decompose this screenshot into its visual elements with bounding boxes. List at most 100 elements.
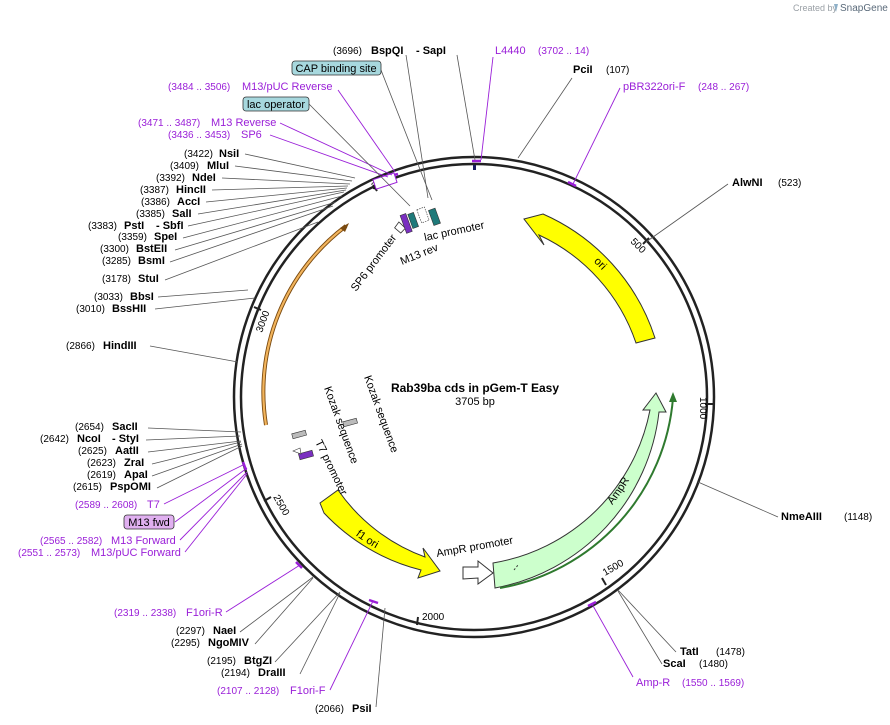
svg-text:(3359): (3359)	[118, 232, 147, 243]
credit-brand: SnapGene	[840, 3, 888, 14]
insert-cds-arc[interactable]	[262, 225, 347, 426]
svg-text:(3409): (3409)	[170, 161, 199, 172]
svg-text:(2107 .. 2128): (2107 .. 2128)	[217, 686, 279, 697]
backbone-outer-ring	[232, 155, 716, 639]
tick-label-1000: 1000	[697, 397, 708, 420]
enzyme-stui: StuI	[138, 273, 159, 285]
ampr-promoter-arrow[interactable]	[462, 559, 494, 585]
primer-f1ori-f: F1ori-F	[290, 685, 326, 697]
enzyme-ngomiv: NgoMIV	[208, 637, 250, 649]
backbone-inner-ring	[239, 162, 709, 632]
enzyme-labels: (3696) BspQI - SapI PciI (107) (3422) Ns…	[40, 45, 872, 715]
primer-m13-reverse: M13 Reverse	[211, 117, 276, 129]
primer-m13-puc-reverse: M13/pUC Reverse	[242, 81, 332, 93]
primer-f1ori-r: F1ori-R	[186, 607, 223, 619]
mcs-upper-features[interactable]	[393, 206, 441, 234]
svg-text:(2195): (2195)	[207, 656, 236, 667]
enzyme-hindiii: HindIII	[103, 340, 137, 352]
svg-text:(2615): (2615)	[73, 482, 102, 493]
sp6-promoter-label: SP6 promoter	[349, 232, 400, 294]
primer-m13-puc-forward: M13/pUC Forward	[91, 547, 181, 559]
enzyme-sbfi: - SbfI	[156, 220, 184, 232]
tick-marks	[253, 184, 713, 626]
svg-text:(2623): (2623)	[87, 458, 116, 469]
svg-text:(2565 .. 2582): (2565 .. 2582)	[40, 536, 102, 547]
svg-text:(3010): (3010)	[76, 304, 105, 315]
enzyme-scai: ScaI	[663, 658, 686, 670]
enzyme-sacii: SacII	[112, 421, 138, 433]
enzyme-ncoi: NcoI	[77, 433, 101, 445]
svg-text:M13 fwd: M13 fwd	[128, 517, 170, 529]
svg-text:(3387): (3387)	[140, 185, 169, 196]
primer-m13-forward: M13 Forward	[111, 535, 176, 547]
snapgene-logo-icon	[834, 4, 838, 12]
svg-text:(2625): (2625)	[78, 446, 107, 457]
ampr-promoter-label: AmpR promoter	[435, 535, 514, 560]
l4440-site-marker	[473, 165, 476, 170]
svg-text:(2866): (2866)	[66, 341, 95, 352]
svg-text:(3471 .. 3487): (3471 .. 3487)	[138, 118, 200, 129]
svg-text:(248 .. 267): (248 .. 267)	[698, 82, 749, 93]
enzyme-bsteii: BstEII	[136, 243, 167, 255]
svg-text:(2066): (2066)	[315, 704, 344, 715]
enzyme-draiii: DraIII	[258, 667, 286, 679]
insert-arc-arrowhead	[340, 223, 349, 232]
m13-rev-label: M13 rev	[399, 242, 441, 268]
svg-text:(1148): (1148)	[844, 512, 872, 523]
ampr-orf-arrowhead	[669, 392, 677, 402]
enzyme-sapi: - SapI	[416, 45, 446, 57]
lac-operator-box[interactable]: lac operator	[242, 96, 310, 112]
svg-text:(3702 .. 14): (3702 .. 14)	[538, 46, 589, 57]
svg-text:(3436 .. 3453): (3436 .. 3453)	[168, 130, 230, 141]
ampr-junction	[513, 564, 519, 571]
credit-prefix: Created by	[793, 3, 838, 13]
svg-text:(3383): (3383)	[88, 221, 117, 232]
svg-text:(2551 .. 2573): (2551 .. 2573)	[18, 548, 80, 559]
primer-amp-r: Amp-R	[636, 677, 670, 689]
enzyme-psii: PsiI	[352, 703, 372, 715]
m13-fwd-box[interactable]: M13 fwd	[123, 514, 175, 530]
enzyme-hincii: HincII	[176, 184, 206, 196]
enzyme-apai: ApaI	[124, 469, 148, 481]
enzyme-acci: AccI	[177, 196, 200, 208]
svg-text:(107): (107)	[606, 65, 629, 76]
svg-text:(2619): (2619)	[87, 470, 116, 481]
tick-label-2000: 2000	[422, 612, 445, 623]
svg-text:(2589 .. 2608): (2589 .. 2608)	[75, 500, 137, 511]
map-title: Rab39ba cds in pGem-T Easy	[391, 381, 559, 395]
cap-binding-site-box[interactable]: CAP binding site	[291, 60, 382, 76]
svg-text:(3285): (3285)	[102, 256, 131, 267]
enzyme-alwni: AlwNI	[732, 177, 763, 189]
primer-sp6: SP6	[241, 129, 262, 141]
svg-text:(3178): (3178)	[102, 274, 131, 285]
svg-text:lac operator: lac operator	[247, 99, 305, 111]
primer-t7: T7	[147, 499, 160, 511]
enzyme-nmeaiii: NmeAIII	[781, 511, 822, 523]
svg-text:(3386): (3386)	[141, 197, 170, 208]
f1-ori-feature-arrow[interactable]	[319, 489, 441, 579]
svg-text:(1550 .. 1569): (1550 .. 1569)	[682, 678, 744, 689]
svg-text:(3422): (3422)	[184, 149, 213, 160]
svg-text:(3033): (3033)	[94, 292, 123, 303]
primer-l4440: L4440	[495, 45, 526, 57]
ampr-feature-arrow[interactable]	[492, 392, 667, 589]
svg-text:(1478): (1478)	[716, 647, 745, 658]
svg-text:(2295): (2295)	[171, 638, 200, 649]
enzyme-pcii: PciI	[573, 64, 593, 76]
enzyme-aatii: AatII	[115, 445, 139, 457]
enzyme-nsii: NsiI	[219, 148, 239, 160]
enzyme-naei: NaeI	[213, 625, 236, 637]
svg-text:(3696): (3696)	[333, 46, 362, 57]
mcs-lower-features[interactable]	[291, 417, 358, 461]
enzyme-bspqi: BspQI	[371, 45, 403, 57]
enzyme-btgzi: BtgZI	[244, 655, 272, 667]
svg-text:CAP binding site: CAP binding site	[295, 63, 376, 75]
enzyme-styi: - StyI	[112, 433, 139, 445]
enzyme-bsmi: BsmI	[138, 255, 165, 267]
svg-text:(2319 .. 2338): (2319 .. 2338)	[114, 608, 176, 619]
svg-text:(3300): (3300)	[100, 244, 129, 255]
svg-text:(2194): (2194)	[221, 668, 250, 679]
ori-feature-arrow[interactable]	[523, 213, 656, 344]
enzyme-zrai: ZraI	[124, 457, 144, 469]
enzyme-mlui: MluI	[207, 160, 229, 172]
